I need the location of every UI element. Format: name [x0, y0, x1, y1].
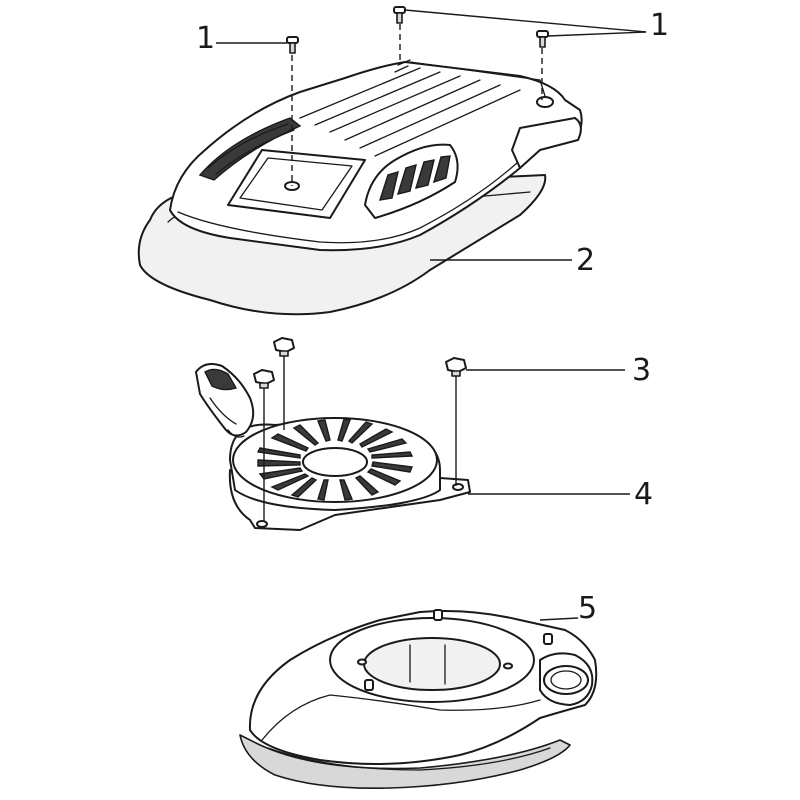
callout-2: 2: [576, 243, 595, 278]
screw-left: [286, 36, 299, 54]
nut-left: [253, 369, 275, 389]
screw-middle: [393, 6, 406, 24]
callout-1-right: 1: [650, 8, 669, 43]
nut-right: [445, 357, 467, 377]
callout-1-left: 1: [196, 21, 215, 56]
recoil-starter: [195, 363, 471, 531]
leader-1-right-b: [547, 31, 647, 37]
callout-4: 4: [634, 477, 653, 512]
leader-5: [539, 617, 579, 621]
starter-vent-slots: [256, 418, 414, 501]
leader-1-right-a: [404, 9, 647, 33]
fan-housing: [239, 609, 598, 790]
screw-right: [536, 30, 549, 48]
engine-top-cover: [137, 59, 583, 316]
callout-5: 5: [578, 591, 597, 626]
callout-3: 3: [632, 353, 651, 388]
nut-middle: [273, 337, 295, 357]
